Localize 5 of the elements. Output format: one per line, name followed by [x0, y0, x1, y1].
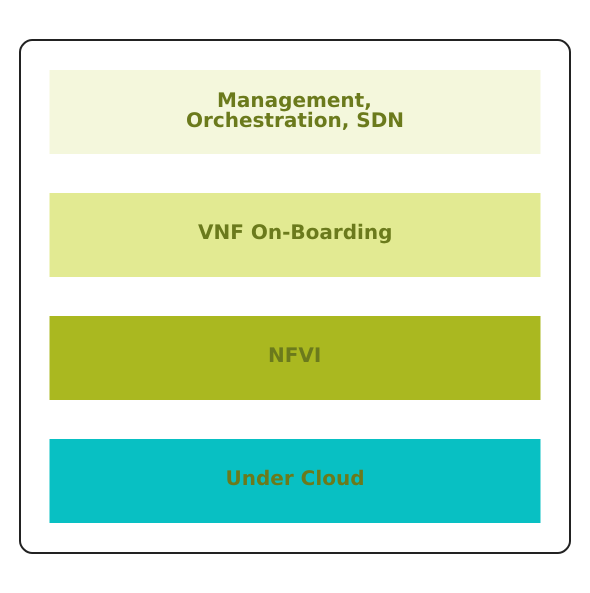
node-box: Under Cloud	[50, 439, 540, 523]
node-box: Management, Orchestration, SDN	[50, 70, 540, 154]
node-box: NFVI	[50, 316, 540, 400]
cluster	[19, 39, 571, 554]
node-box: VNF On-Boarding	[50, 193, 540, 277]
